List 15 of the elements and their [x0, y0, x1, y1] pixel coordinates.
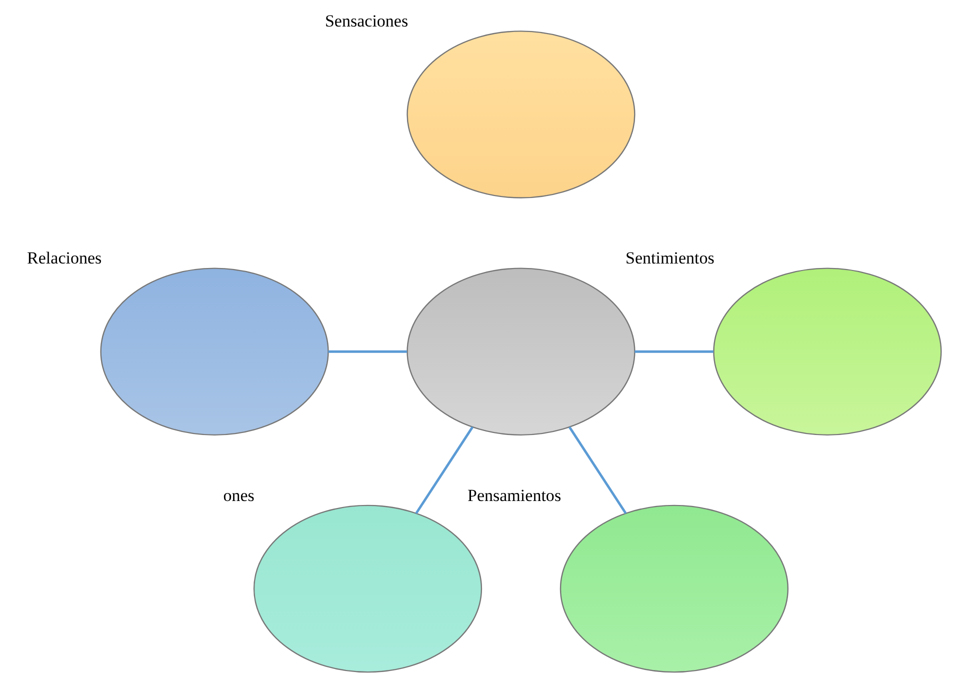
node-ellipse	[559, 504, 788, 673]
node-label: Sentimientos	[625, 248, 714, 268]
node-label: ones	[222, 486, 254, 505]
connector	[634, 350, 713, 353]
node-ellipse	[406, 268, 635, 436]
node-label: Pensamientos	[467, 486, 561, 505]
connector	[328, 350, 406, 353]
node-ellipse	[406, 30, 635, 198]
node-ellipse	[100, 268, 328, 436]
node-label: Relaciones	[26, 248, 102, 268]
connector	[414, 426, 474, 514]
node-ellipse	[252, 504, 482, 673]
connector	[568, 426, 626, 514]
node-label: Sensaciones	[324, 12, 408, 31]
node-ellipse	[712, 268, 942, 436]
